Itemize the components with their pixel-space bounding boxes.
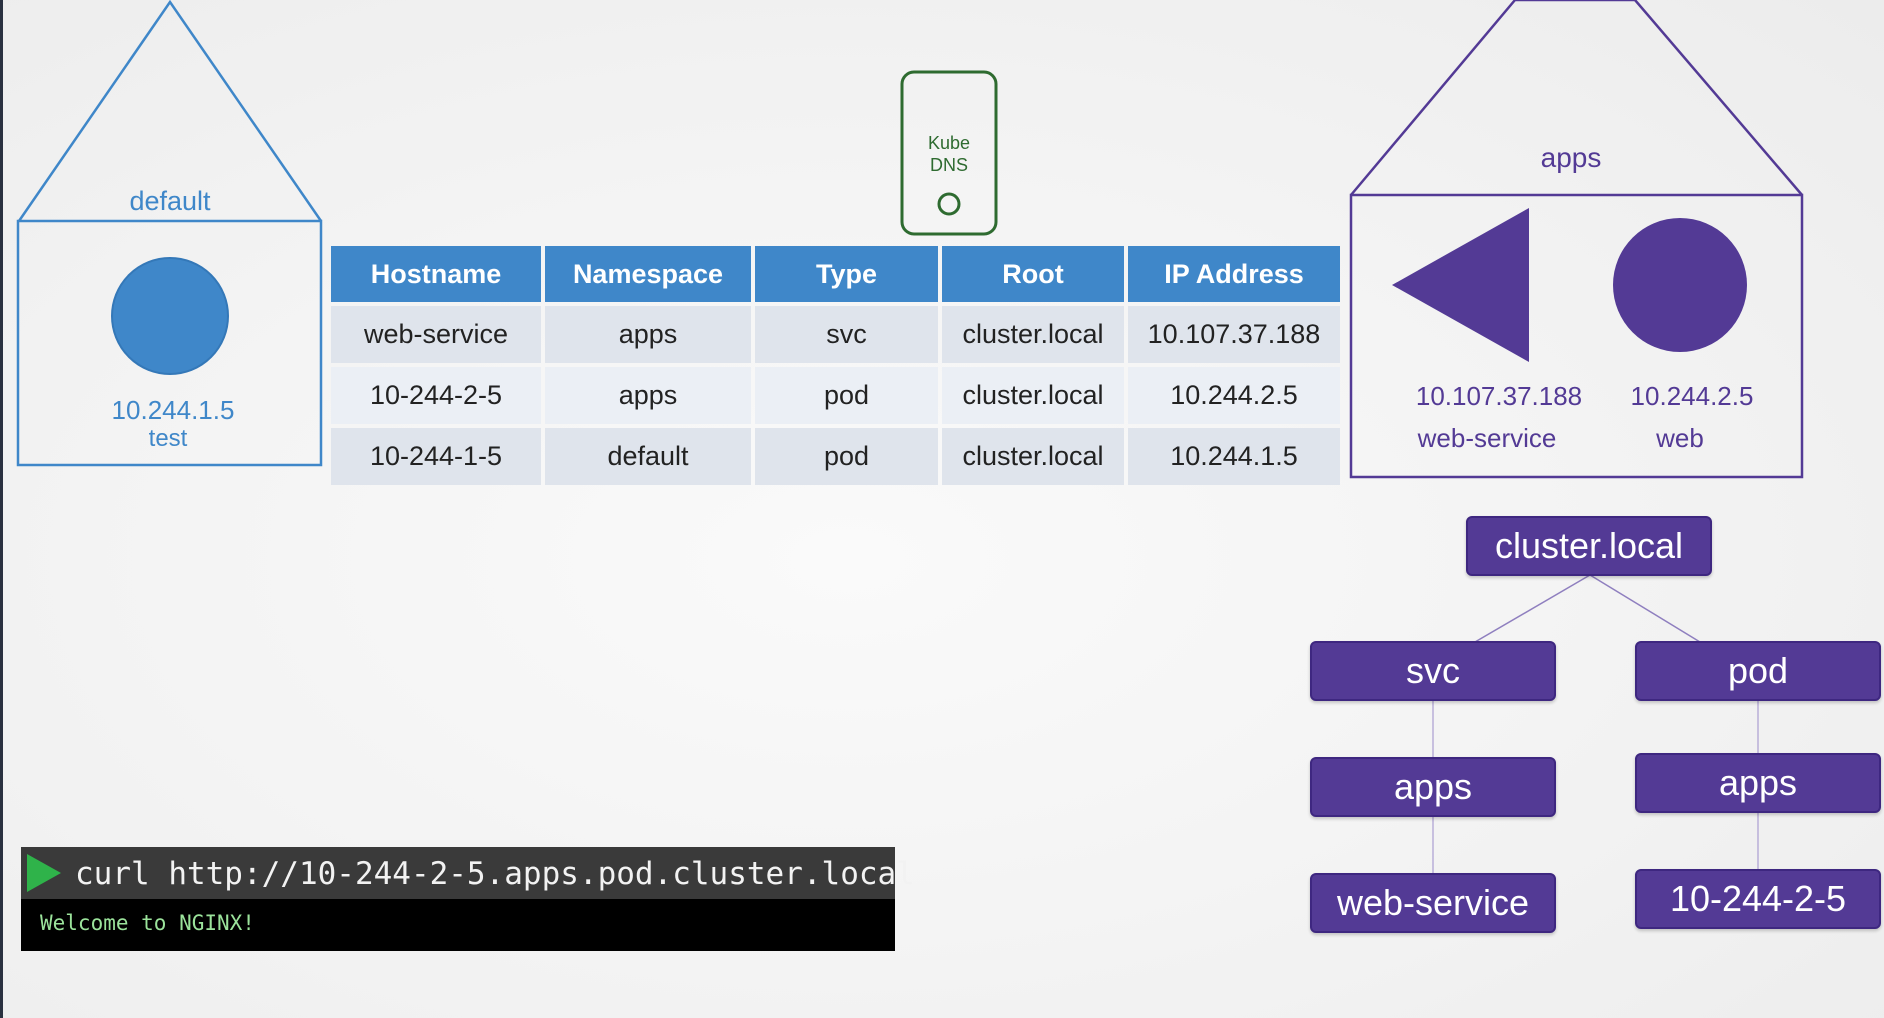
kube-dns-label-line1: Kube (928, 133, 970, 153)
cell-ip: 10.107.37.188 (1128, 306, 1340, 363)
test-pod-ip: 10.244.1.5 (112, 395, 235, 425)
default-namespace: default 10.244.1.5 test (16, 0, 323, 467)
cell-type: svc (755, 306, 938, 363)
dns-records-table: Hostname Namespace Type Root IP Address … (327, 242, 1344, 489)
header-hostname: Hostname (331, 246, 541, 302)
default-namespace-label: default (129, 186, 211, 216)
terminal-command-bar: curl http://10-244-2-5.apps.pod.cluster.… (21, 847, 915, 899)
test-pod-name: test (149, 425, 188, 452)
cell-root: cluster.local (942, 367, 1124, 424)
web-pod-name: web (1655, 423, 1704, 453)
terminal-command: curl http://10-244-2-5.apps.pod.cluster.… (75, 856, 915, 892)
cell-type: pod (755, 428, 938, 485)
kube-dns-label-line2: DNS (930, 155, 968, 175)
web-pod-ip: 10.244.2.5 (1631, 381, 1754, 411)
kube-dns: Kube DNS (900, 70, 998, 236)
left-edge-strip (0, 0, 3, 1018)
apps-namespace: apps 10.107.37.188 web-service 10.244.2.… (1349, 0, 1804, 479)
default-namespace-box (16, 219, 323, 467)
cell-root: cluster.local (942, 306, 1124, 363)
header-namespace: Namespace (545, 246, 751, 302)
kube-dns-box (900, 70, 998, 236)
tree-node-10-244-2-5: 10-244-2-5 (1635, 869, 1881, 929)
cell-type: pod (755, 367, 938, 424)
cell-ip: 10.244.2.5 (1128, 367, 1340, 424)
apps-namespace-box (1349, 193, 1804, 479)
default-namespace-roof (17, 0, 323, 222)
tree-node-web-service: web-service (1310, 873, 1556, 933)
terminal-window: curl http://10-244-2-5.apps.pod.cluster.… (21, 847, 915, 951)
web-pod-icon (1613, 218, 1747, 352)
cell-hostname: 10-244-2-5 (331, 367, 541, 424)
apps-namespace-roof (1350, 0, 1803, 196)
tree-node-svc: svc (1310, 641, 1556, 701)
web-service-ip: 10.107.37.188 (1416, 381, 1582, 411)
cell-root: cluster.local (942, 428, 1124, 485)
cell-hostname: 10-244-1-5 (331, 428, 541, 485)
cell-namespace: apps (545, 306, 751, 363)
tree-node-svc-apps: apps (1310, 757, 1556, 817)
connector-root-pod (1589, 574, 1701, 643)
table-row: 10-244-2-5 apps pod cluster.local 10.244… (331, 367, 1340, 424)
web-service-name: web-service (1417, 423, 1557, 453)
tree-node-pod: pod (1635, 641, 1881, 701)
web-service-triangle-icon (1392, 208, 1529, 362)
header-type: Type (755, 246, 938, 302)
tree-node-cluster-local: cluster.local (1466, 516, 1712, 576)
table-header-row: Hostname Namespace Type Root IP Address (331, 246, 1340, 302)
cell-namespace: default (545, 428, 751, 485)
table-row: web-service apps svc cluster.local 10.10… (331, 306, 1340, 363)
test-pod-icon (111, 257, 229, 375)
play-icon (27, 854, 61, 892)
header-root: Root (942, 246, 1124, 302)
apps-namespace-label: apps (1541, 142, 1602, 173)
table-row: 10-244-1-5 default pod cluster.local 10.… (331, 428, 1340, 485)
header-ip-address: IP Address (1128, 246, 1340, 302)
cell-hostname: web-service (331, 306, 541, 363)
terminal-output: Welcome to NGINX! (40, 911, 255, 935)
kube-dns-port-icon (937, 192, 961, 216)
dns-tree-connectors (1432, 574, 1759, 874)
tree-node-pod-apps: apps (1635, 753, 1881, 813)
cell-namespace: apps (545, 367, 751, 424)
connector-root-svc (1474, 574, 1591, 643)
cell-ip: 10.244.1.5 (1128, 428, 1340, 485)
